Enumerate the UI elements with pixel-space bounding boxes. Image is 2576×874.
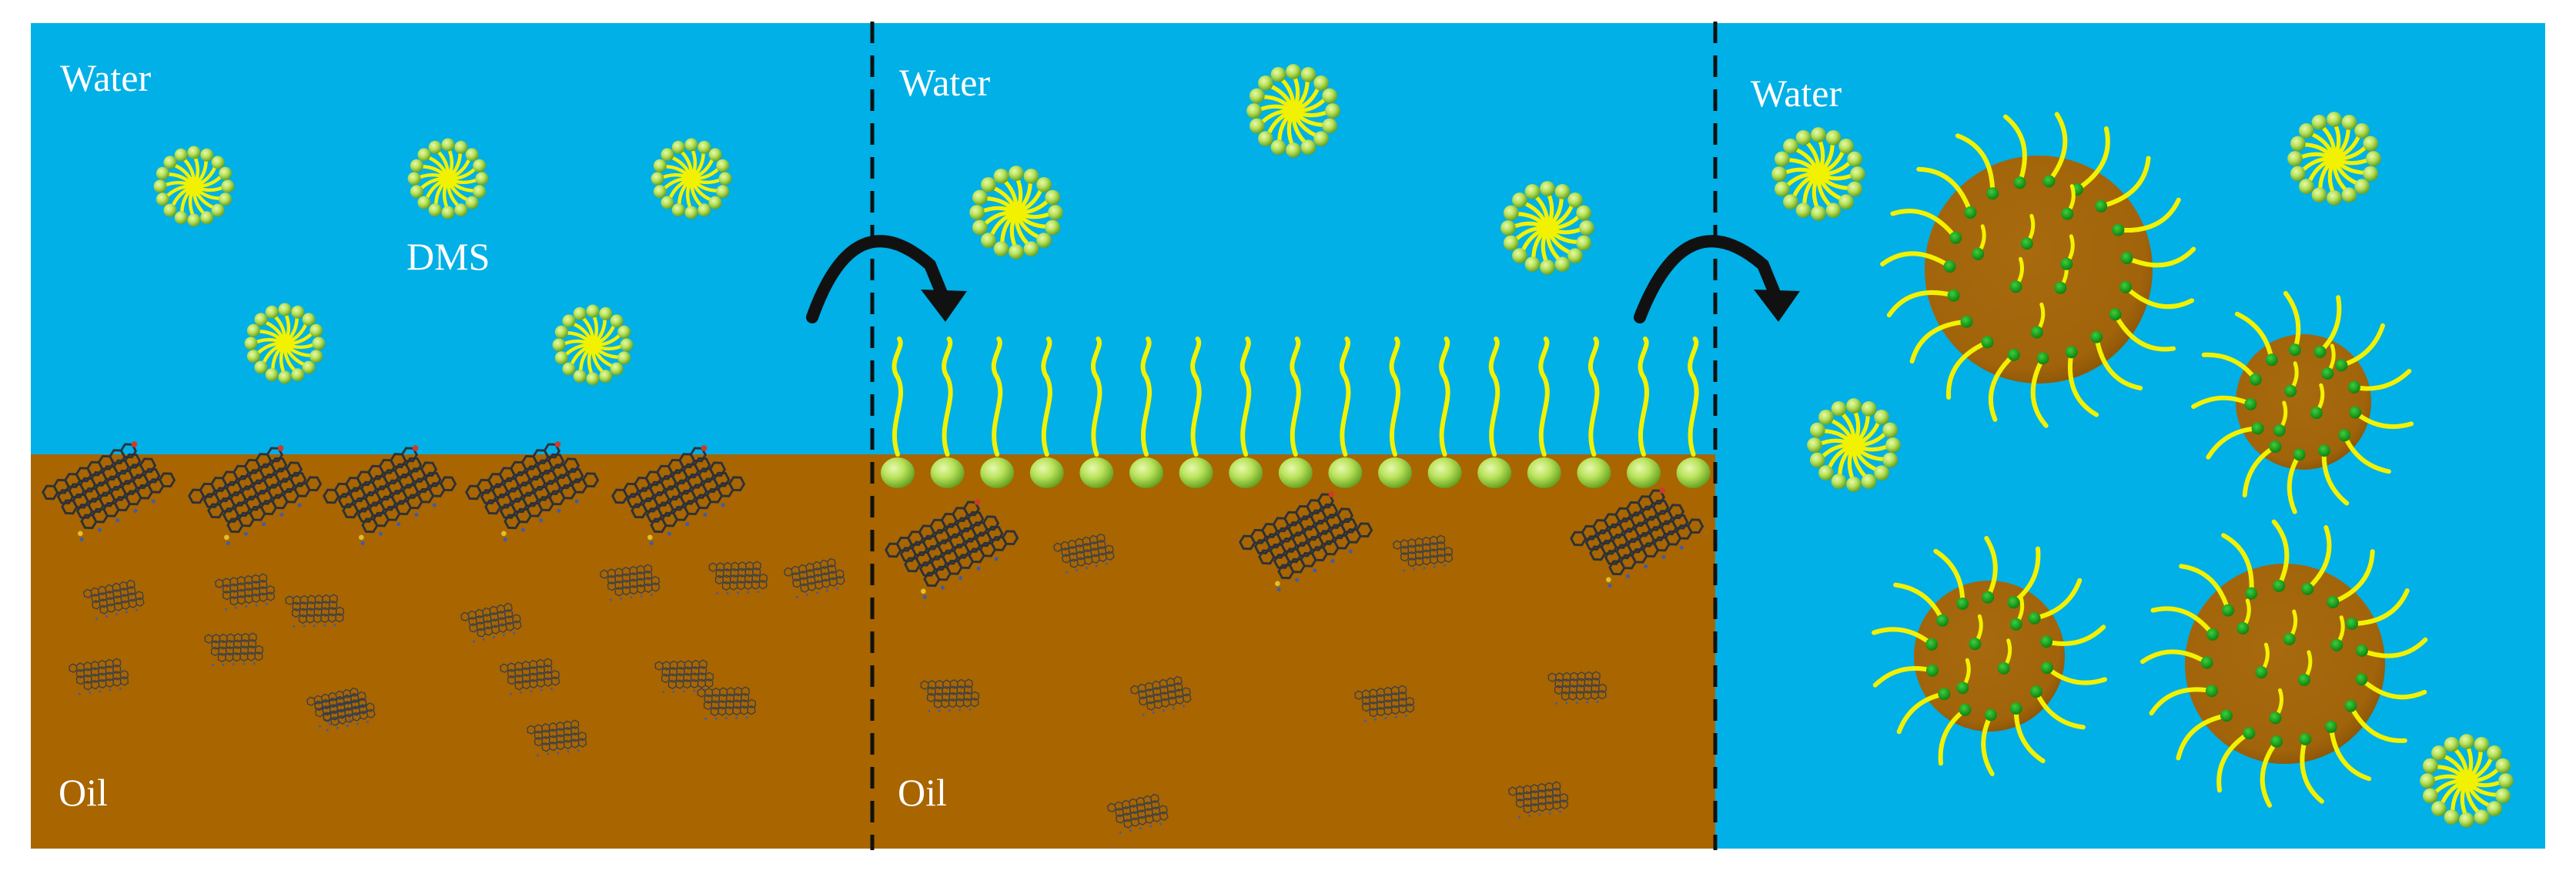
asphaltene-sheet-icon bbox=[313, 691, 376, 732]
surfactant-molecule bbox=[1676, 337, 1711, 488]
asphaltene-sheet-icon bbox=[1052, 533, 1115, 574]
oil-phase-2 bbox=[872, 454, 1715, 849]
water-phase-1 bbox=[31, 23, 872, 454]
surfactant-micelle-icon bbox=[153, 146, 235, 227]
asphaltene-sheet-icon bbox=[697, 686, 757, 721]
surfactant-molecule bbox=[1627, 337, 1661, 488]
surfactant-micelle-icon bbox=[1807, 398, 1901, 492]
surfactant-molecule bbox=[1527, 337, 1561, 488]
asphaltene-sheet-icon bbox=[1508, 781, 1569, 819]
asphaltene-sheet-icon bbox=[1547, 671, 1607, 705]
asphaltene-layer bbox=[42, 441, 1705, 834]
surfactant-molecule bbox=[1278, 337, 1313, 488]
surfactant-molecule bbox=[1378, 337, 1412, 488]
asphaltene-sheet-icon bbox=[783, 558, 845, 598]
water-label-1: Water bbox=[60, 56, 152, 99]
asphaltene-sheet-icon bbox=[215, 573, 276, 611]
asphaltene-sheet-icon bbox=[920, 678, 980, 713]
asphaltene-sheet-icon bbox=[204, 632, 264, 667]
surfactant-micelle-icon bbox=[651, 138, 732, 219]
asphaltene-sheet-icon bbox=[69, 658, 129, 695]
asphaltene-sheet-icon bbox=[1106, 793, 1169, 834]
micelle-label: DMS bbox=[406, 235, 490, 278]
asphaltene-sheet-icon bbox=[323, 445, 457, 545]
surfactant-molecule bbox=[930, 337, 965, 488]
surfactant-molecule bbox=[980, 337, 1015, 488]
oil-droplet-icon bbox=[1880, 112, 2196, 428]
surfactant-molecule bbox=[1577, 337, 1611, 488]
curved-arrow-icon bbox=[806, 235, 967, 323]
surfactant-molecule bbox=[881, 337, 915, 488]
asphaltene-sheet-icon bbox=[611, 445, 746, 545]
asphaltene-sheet-icon bbox=[460, 602, 522, 643]
emulsion-droplets bbox=[1872, 112, 2428, 808]
surfactant-molecule bbox=[1129, 337, 1163, 488]
asphaltene-sheet-icon bbox=[188, 445, 323, 545]
asphaltene-sheet-icon bbox=[527, 719, 587, 757]
asphaltene-sheet-icon bbox=[1354, 685, 1415, 722]
surfactant-micelle-icon bbox=[1500, 181, 1594, 275]
surfactant-micelle-icon bbox=[244, 303, 326, 384]
surfactant-micelle-icon bbox=[969, 166, 1063, 260]
surfactant-molecule bbox=[1477, 337, 1512, 488]
surfactant-micelle-icon bbox=[407, 138, 489, 219]
water-label-2: Water bbox=[899, 61, 991, 104]
oil-label-1: Oil bbox=[59, 771, 108, 814]
panel-1-initial bbox=[31, 23, 872, 849]
asphaltene-sheet-icon bbox=[1239, 491, 1373, 591]
surfactant-molecule bbox=[1229, 337, 1263, 488]
asphaltene-sheet-icon bbox=[600, 564, 661, 601]
asphaltene-sheet-icon bbox=[885, 499, 1019, 599]
surfactant-micelle-icon bbox=[2420, 734, 2514, 828]
surfactant-molecule bbox=[1179, 337, 1213, 488]
surfactant-micelle-icon bbox=[1771, 127, 1865, 221]
asphaltene-sheet-icon bbox=[1393, 534, 1454, 572]
asphaltene-sheet-icon bbox=[1129, 675, 1192, 716]
asphaltene-sheet-icon bbox=[654, 659, 714, 694]
oil-phase-1 bbox=[31, 454, 872, 849]
oil-droplet-icon bbox=[1872, 536, 2107, 776]
surfactant-micelle-icon bbox=[2287, 112, 2381, 206]
oil-label-2: Oil bbox=[898, 771, 947, 814]
oil-droplet-icon bbox=[2191, 290, 2414, 514]
asphaltene-sheet-icon bbox=[285, 594, 345, 628]
asphaltene-sheet-icon bbox=[500, 658, 560, 695]
water-label-3: Water bbox=[1751, 72, 1842, 115]
micelle-layer bbox=[153, 64, 2514, 828]
asphaltene-sheet-icon bbox=[1570, 487, 1705, 588]
surfactant-molecule bbox=[1427, 337, 1462, 488]
oil-droplet-icon bbox=[2140, 519, 2428, 808]
asphaltene-sheet-icon bbox=[42, 441, 176, 541]
asphaltene-sheet-icon bbox=[465, 441, 600, 541]
surfactant-molecule bbox=[1079, 337, 1114, 488]
surfactant-molecule bbox=[1328, 337, 1363, 488]
surfactant-monolayer bbox=[881, 337, 1711, 488]
surfactant-molecule bbox=[1029, 337, 1064, 488]
surfactant-micelle-icon bbox=[552, 304, 634, 386]
surfactant-micelle-icon bbox=[1246, 64, 1340, 158]
asphaltene-sheet-icon bbox=[708, 561, 768, 595]
curved-arrow-icon bbox=[1634, 235, 1800, 323]
asphaltene-sheet-icon bbox=[82, 579, 145, 620]
